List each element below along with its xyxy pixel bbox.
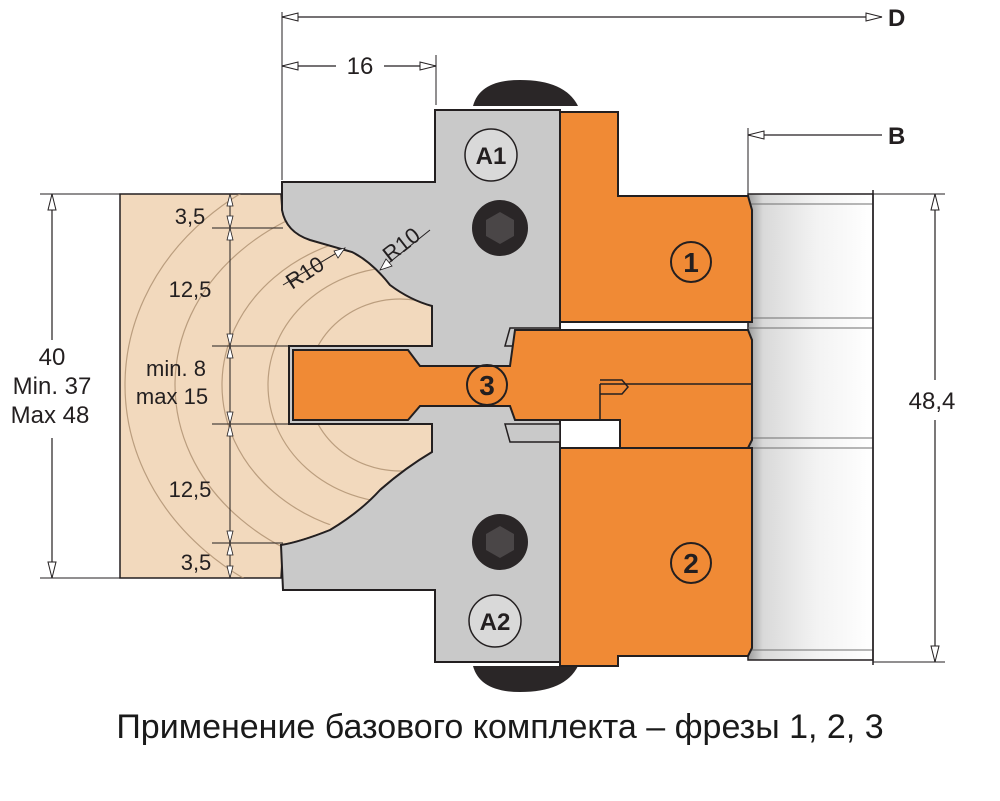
hex-screw-upper — [472, 200, 528, 256]
label-12-5-top: 12,5 — [169, 277, 212, 302]
cutter-1: 1 — [559, 111, 753, 323]
label-12-5-bottom: 12,5 — [169, 477, 212, 502]
diagram-caption: Применение базового комплекта – фрезы 1,… — [116, 708, 884, 746]
label-40: 40 — [39, 344, 66, 371]
label-b: B — [888, 123, 905, 150]
segment-dimensions: 3,5 12,5 min. 8 max 15 12,5 3,5 — [136, 193, 289, 579]
cutter-3: 3 — [292, 329, 753, 449]
label-min-8: min. 8 — [146, 356, 206, 381]
hex-screw-lower — [472, 514, 528, 570]
label-cutter-1: 1 — [683, 247, 699, 278]
label-cutter-3: 3 — [479, 370, 495, 401]
label-max-15: max 15 — [136, 384, 208, 409]
cutter-2: 2 — [559, 447, 753, 667]
label-d: D — [888, 5, 905, 32]
dimension-40: 40 Min. 37 Max 48 — [11, 193, 120, 579]
dimension-48-4: 48,4 — [873, 193, 956, 663]
label-min-37: Min. 37 — [13, 373, 92, 400]
label-a2: A2 — [480, 609, 511, 636]
label-16: 16 — [347, 53, 374, 80]
label-48-4: 48,4 — [909, 388, 956, 415]
label-max-48: Max 48 — [11, 402, 90, 429]
label-3-5-bottom: 3,5 — [181, 550, 212, 575]
top-screw-cap — [473, 80, 578, 106]
a1-label-circle — [464, 128, 518, 182]
dimension-b: B — [747, 123, 905, 194]
bottom-screw-cap — [473, 666, 578, 692]
label-cutter-2: 2 — [683, 548, 699, 579]
a2-label-circle — [468, 594, 522, 648]
tool-body — [747, 190, 874, 665]
dimension-d: D — [281, 5, 905, 180]
dimension-16: 16 — [281, 53, 437, 105]
label-3-5-top: 3,5 — [175, 204, 206, 229]
label-a1: A1 — [476, 143, 507, 170]
